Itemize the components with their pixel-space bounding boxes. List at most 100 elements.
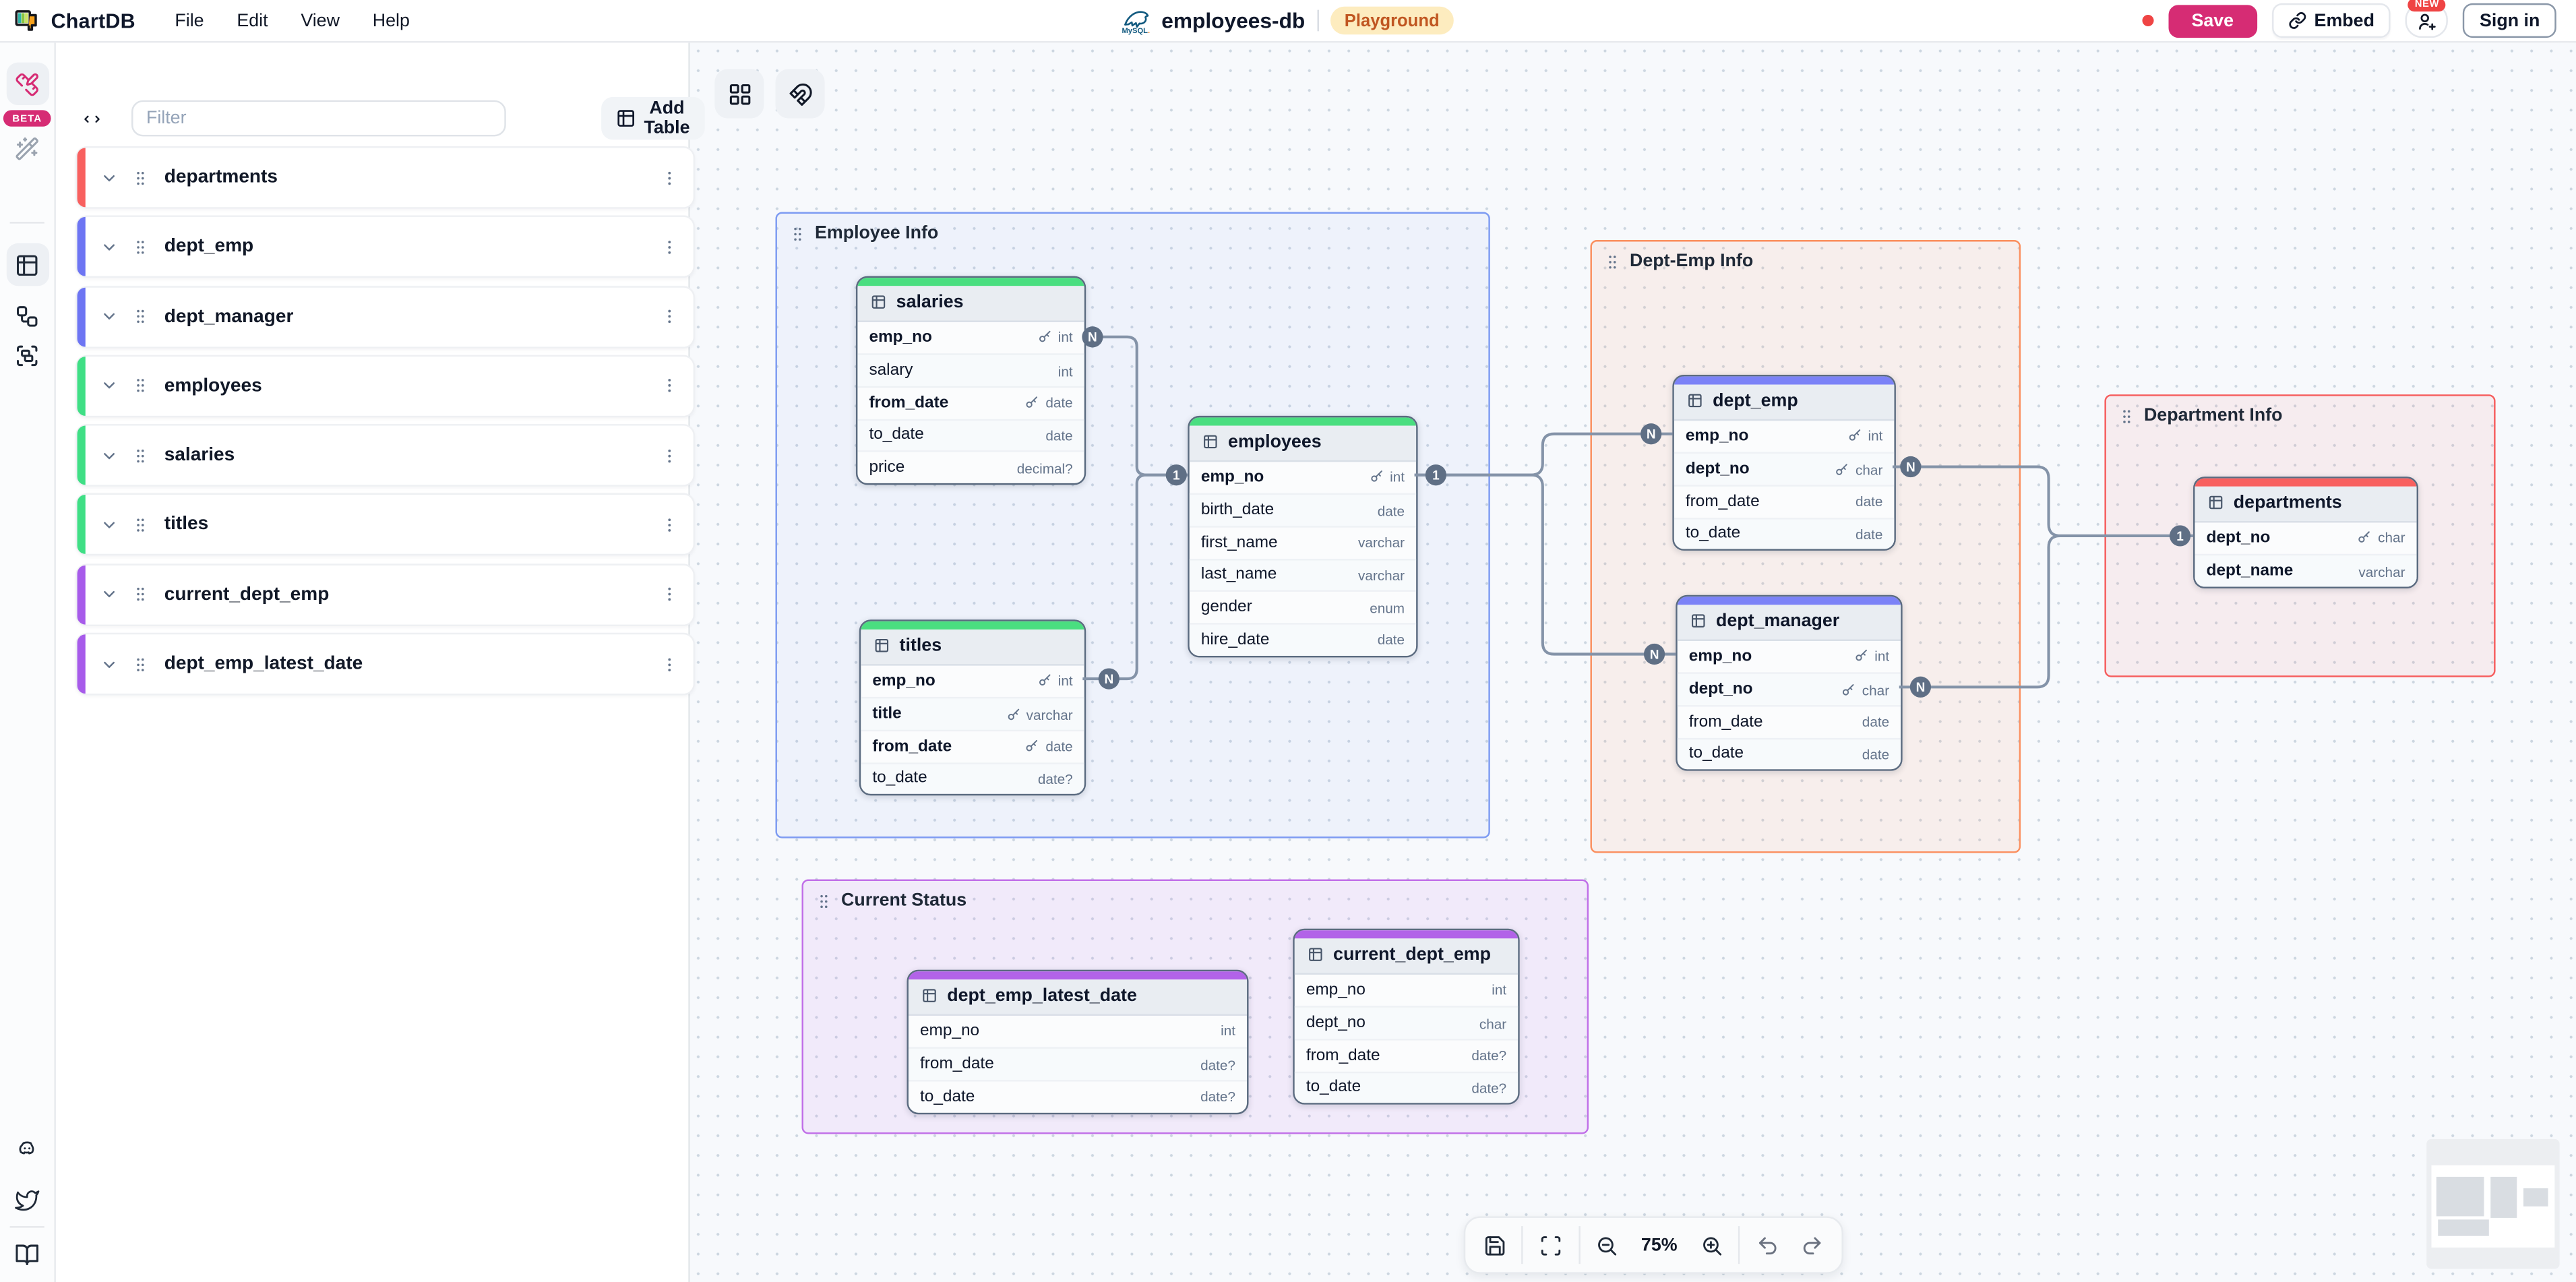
chevron-down-icon[interactable] <box>100 377 119 395</box>
diagram-title[interactable]: employees-db <box>1161 8 1306 33</box>
table-menu-icon[interactable] <box>661 238 679 256</box>
sidebar-table-employees[interactable]: employees <box>75 355 696 418</box>
table-header[interactable]: current_dept_emp <box>1294 938 1519 974</box>
embed-button[interactable]: Embed <box>2271 3 2391 38</box>
table-menu-icon[interactable] <box>661 307 679 326</box>
zoom-in-button[interactable] <box>1689 1222 1734 1268</box>
sidebar-table-current_dept_emp[interactable]: current_dept_emp <box>75 563 696 626</box>
view-code-button[interactable] <box>74 100 111 137</box>
menu-view[interactable]: View <box>284 6 356 36</box>
chevron-down-icon[interactable] <box>100 516 119 535</box>
table-menu-icon[interactable] <box>661 516 679 535</box>
area-drag-handle-icon[interactable] <box>815 892 833 910</box>
chevron-down-icon[interactable] <box>100 586 119 604</box>
areas-tab-button[interactable] <box>6 334 49 376</box>
add-table-button[interactable]: Add Table <box>601 96 705 140</box>
editor-mode-button[interactable] <box>5 62 49 106</box>
area-drag-handle-icon[interactable] <box>2118 407 2136 425</box>
settings-button[interactable] <box>6 1279 49 1282</box>
drag-handle-icon[interactable] <box>131 446 150 464</box>
menu-help[interactable]: Help <box>356 6 426 36</box>
sidebar-table-titles[interactable]: titles <box>75 493 696 557</box>
drag-handle-icon[interactable] <box>131 238 150 256</box>
table-menu-icon[interactable] <box>661 655 679 673</box>
sign-in-button[interactable]: Sign in <box>2463 3 2556 38</box>
drag-handle-icon[interactable] <box>131 516 150 535</box>
sidebar-table-dept_manager[interactable]: dept_manager <box>75 285 696 348</box>
invite-user-button[interactable]: NEW <box>2405 0 2449 38</box>
menu-edit[interactable]: Edit <box>220 6 284 36</box>
filter-input[interactable] <box>131 100 506 137</box>
undo-button[interactable] <box>1746 1222 1791 1268</box>
drag-handle-icon[interactable] <box>131 307 150 326</box>
discord-button[interactable] <box>6 1126 49 1168</box>
table-header[interactable]: departments <box>2195 485 2417 522</box>
menu-file[interactable]: File <box>158 6 220 36</box>
chevron-down-icon[interactable] <box>100 169 119 187</box>
tables-tab-button[interactable] <box>5 243 49 286</box>
area-drag-handle-icon[interactable] <box>1603 252 1622 270</box>
table-header[interactable]: dept_manager <box>1677 604 1901 640</box>
zoom-out-button[interactable] <box>1585 1222 1630 1268</box>
docs-button[interactable] <box>6 1233 49 1275</box>
chevron-down-icon[interactable] <box>100 446 119 464</box>
chevron-down-icon[interactable] <box>100 655 119 673</box>
table-header[interactable]: dept_emp <box>1674 384 1895 421</box>
ai-assistant-button[interactable] <box>6 127 49 169</box>
fit-view-button[interactable] <box>1528 1222 1573 1268</box>
snap-magnet-button[interactable] <box>775 69 825 119</box>
area-drag-handle-icon[interactable] <box>789 224 807 243</box>
drag-handle-icon[interactable] <box>131 377 150 395</box>
twitter-button[interactable] <box>6 1178 49 1221</box>
table-header[interactable]: dept_emp_latest_date <box>908 979 1248 1015</box>
chevron-down-icon[interactable] <box>100 307 119 326</box>
table-menu-icon[interactable] <box>661 169 679 187</box>
sidebar-table-dept_emp[interactable]: dept_emp <box>75 216 696 278</box>
table-header[interactable]: employees <box>1189 425 1417 461</box>
drag-handle-icon[interactable] <box>131 655 150 673</box>
sidebar-table-departments[interactable]: departments <box>75 146 696 209</box>
drag-handle-icon[interactable] <box>131 586 150 604</box>
redo-button[interactable] <box>1790 1222 1835 1268</box>
minimap[interactable] <box>2426 1138 2560 1269</box>
zoom-level[interactable]: 75% <box>1640 1235 1678 1255</box>
table-menu-icon[interactable] <box>661 586 679 604</box>
table-header[interactable]: titles <box>861 628 1084 665</box>
save-button[interactable]: Save <box>2168 4 2257 37</box>
